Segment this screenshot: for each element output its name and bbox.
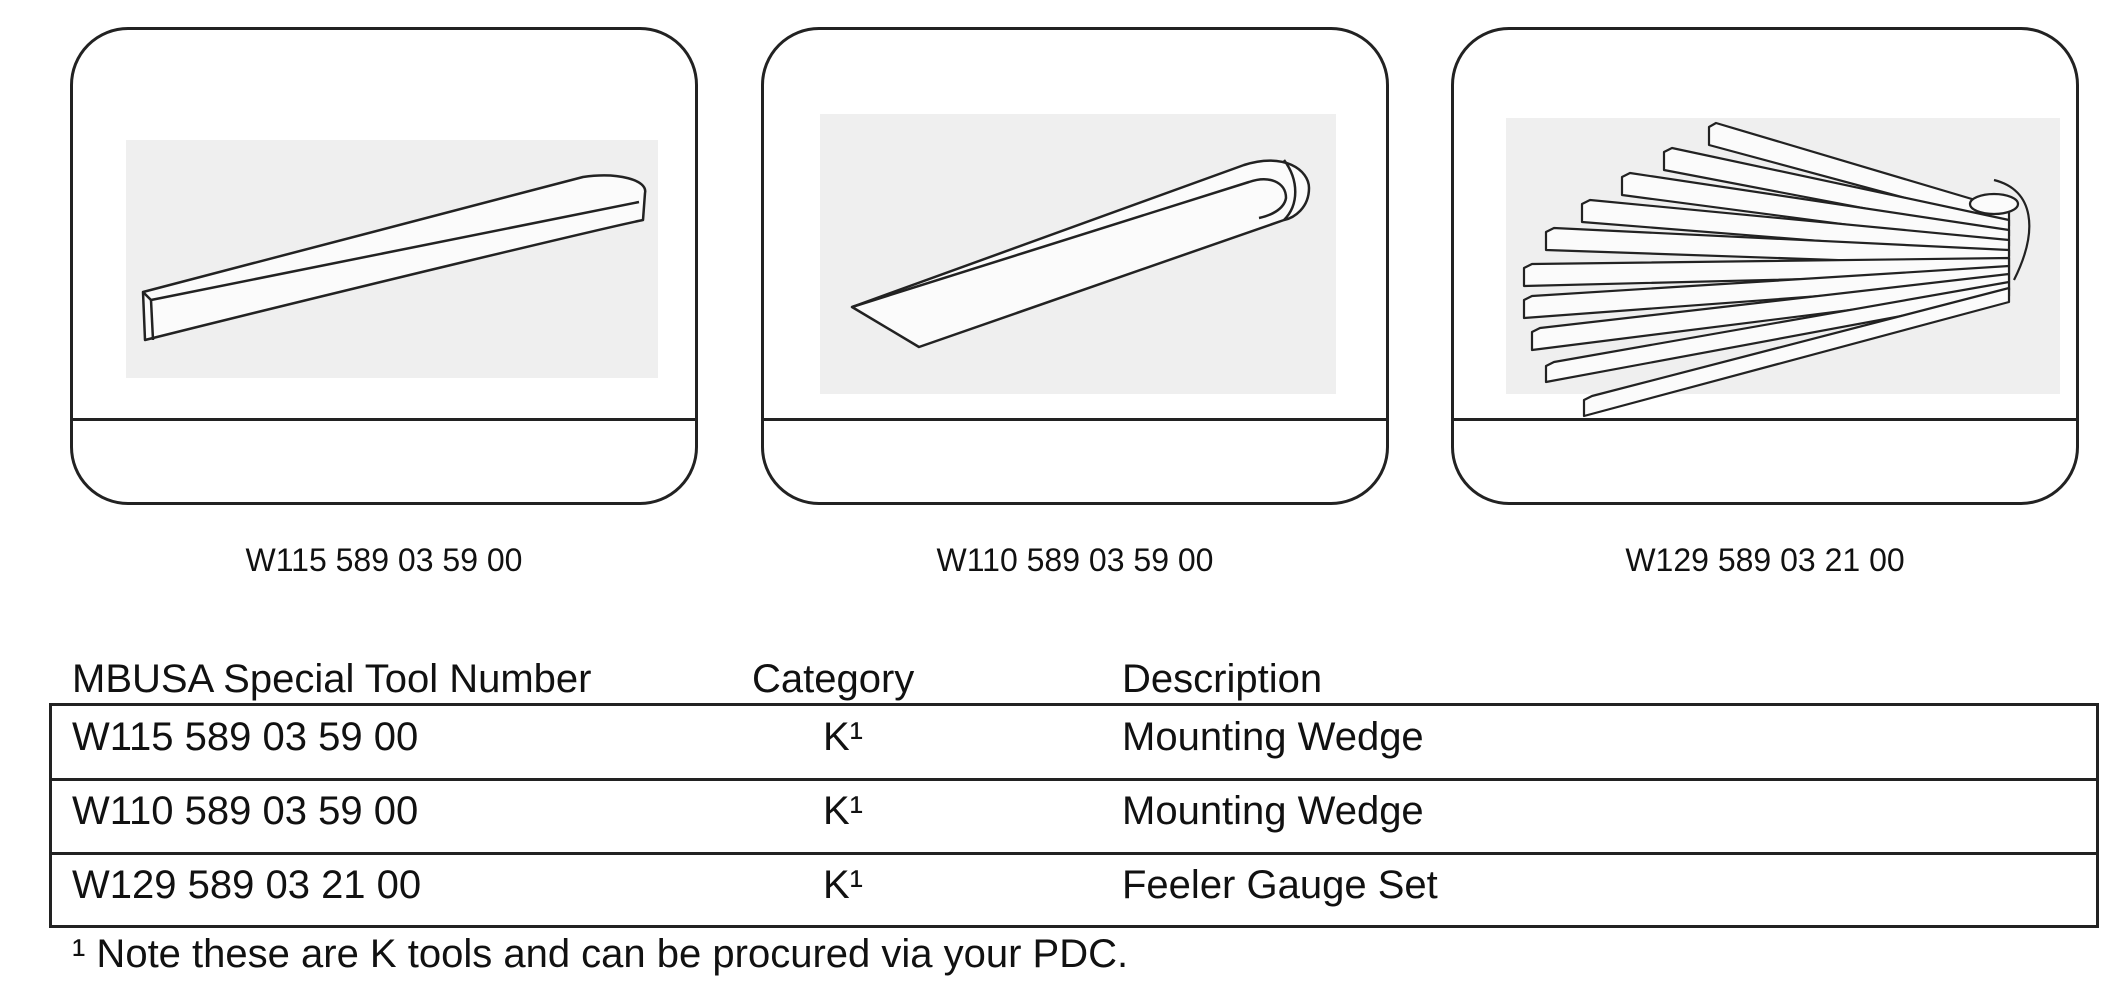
header-tool-number: MBUSA Special Tool Number bbox=[72, 657, 592, 701]
header-category: Category bbox=[752, 657, 915, 701]
card-divider bbox=[1454, 418, 2076, 421]
header-description: Description bbox=[1122, 657, 1323, 701]
cell-description: Mounting Wedge bbox=[1122, 789, 1424, 833]
cell-category: K¹ bbox=[823, 715, 863, 759]
card-divider bbox=[764, 418, 1386, 421]
cell-tool-number: W129 589 03 21 00 bbox=[72, 863, 422, 907]
tools-table: W115 589 03 59 00 K¹ Mounting Wedge W110… bbox=[49, 703, 2099, 928]
tool-caption: W129 589 03 21 00 bbox=[1625, 542, 1905, 578]
tool-card-w110 bbox=[761, 27, 1389, 505]
tool-card-w129 bbox=[1451, 27, 2079, 505]
cell-tool-number: W110 589 03 59 00 bbox=[72, 789, 419, 833]
feeler-gauge-set-icon bbox=[1522, 121, 2031, 418]
row-divider bbox=[52, 852, 2096, 855]
cell-tool-number: W115 589 03 59 00 bbox=[72, 715, 419, 759]
mounting-wedge-icon bbox=[850, 159, 1311, 349]
card-divider bbox=[73, 418, 695, 421]
cell-description: Feeler Gauge Set bbox=[1122, 863, 1438, 907]
tool-caption: W115 589 03 59 00 bbox=[245, 542, 523, 578]
cell-description: Mounting Wedge bbox=[1122, 715, 1424, 759]
cell-category: K¹ bbox=[823, 789, 863, 833]
row-divider bbox=[52, 778, 2096, 781]
cell-category: K¹ bbox=[823, 863, 863, 907]
tool-card-w115 bbox=[70, 27, 698, 505]
mounting-wedge-icon bbox=[141, 174, 647, 342]
footnote: ¹ Note these are K tools and can be proc… bbox=[72, 932, 1129, 976]
tool-caption: W110 589 03 59 00 bbox=[936, 542, 1214, 578]
